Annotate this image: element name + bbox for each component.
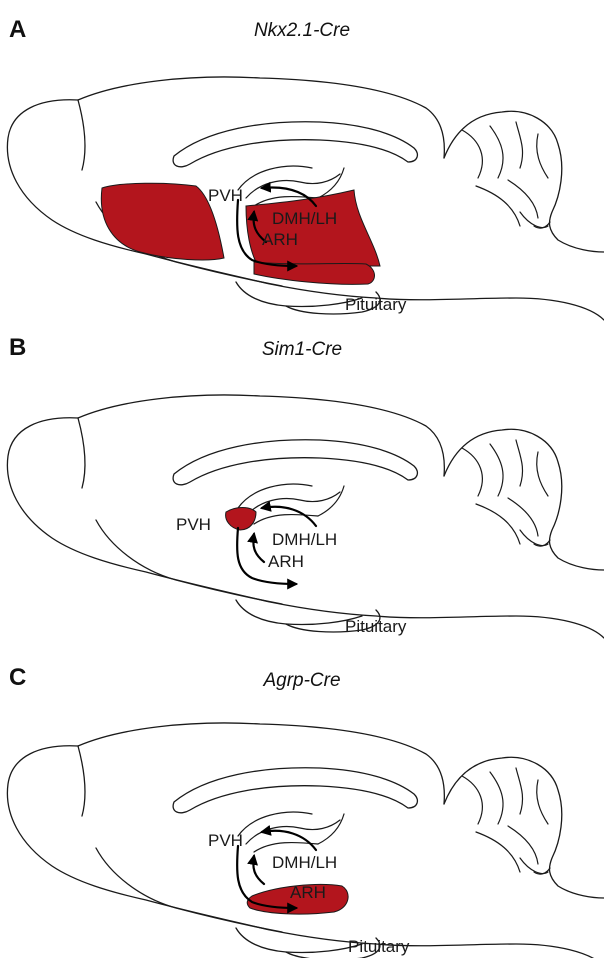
panel-b-arh-to-pvh-arrow bbox=[253, 534, 264, 562]
panel-a-forebrain-region bbox=[101, 183, 224, 260]
panel-a-letter: A bbox=[9, 16, 26, 43]
panel-c: C Agrp-Cre PVH DMH/LH ARH Pituitary bbox=[7, 664, 604, 958]
panel-c-pituitary-label: Pituitary bbox=[348, 937, 410, 956]
panel-a-dmh-lh-label: DMH/LH bbox=[272, 209, 337, 228]
panel-a-pituitary-label: Pituitary bbox=[345, 295, 407, 314]
panel-b-dmh-lh-label: DMH/LH bbox=[272, 530, 337, 549]
panel-c-letter: C bbox=[9, 664, 26, 691]
panel-b-pvh-label: PVH bbox=[176, 515, 211, 534]
panel-b-letter: B bbox=[9, 334, 26, 361]
panel-c-arh-label: ARH bbox=[290, 883, 326, 902]
panel-a-pvh-label: PVH bbox=[208, 186, 243, 205]
panel-b: B Sim1-Cre PVH DMH/LH ARH Pituitary bbox=[7, 334, 604, 638]
panel-c-dmh-to-pvh-arrow bbox=[262, 831, 316, 850]
panel-c-dmh-lh-label: DMH/LH bbox=[272, 853, 337, 872]
panel-a: A Nkx2.1-Cre PVH DMH/LH ARH Pituitary bbox=[7, 16, 604, 320]
panel-b-title: Sim1-Cre bbox=[262, 339, 342, 360]
panel-c-arh-to-pvh-arrow bbox=[253, 856, 264, 884]
panel-a-title: Nkx2.1-Cre bbox=[254, 20, 350, 41]
panel-b-pituitary-label: Pituitary bbox=[345, 617, 407, 636]
panel-c-title: Agrp-Cre bbox=[262, 670, 340, 691]
panel-b-pvh-region bbox=[226, 508, 256, 531]
panel-b-brain: PVH DMH/LH ARH Pituitary bbox=[7, 395, 604, 638]
panel-c-brain: PVH DMH/LH ARH Pituitary bbox=[7, 723, 604, 958]
panel-a-arh-label: ARH bbox=[262, 230, 298, 249]
panel-a-brain: PVH DMH/LH ARH Pituitary bbox=[7, 77, 604, 320]
panel-c-pvh-label: PVH bbox=[208, 831, 243, 850]
panel-b-arh-label: ARH bbox=[268, 552, 304, 571]
